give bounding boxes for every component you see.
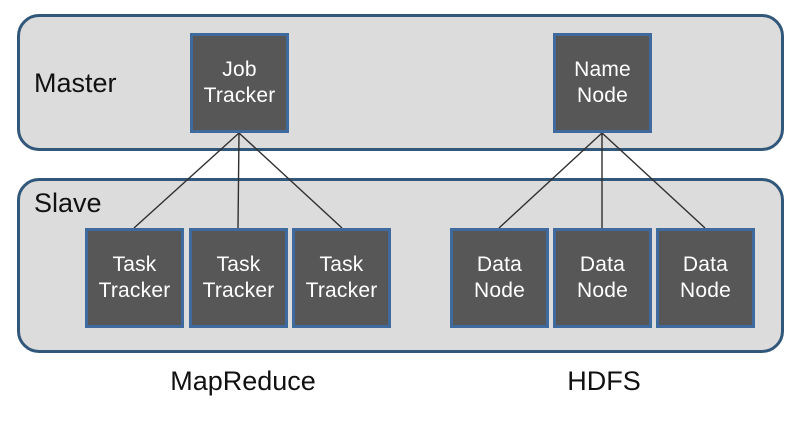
- node-name-node-line2: Node: [576, 84, 628, 107]
- node-task-tracker-2-line1: Task: [216, 253, 261, 277]
- node-data-node-1-line2: Node: [473, 279, 525, 302]
- node-name-node-line1: Name: [574, 58, 631, 82]
- tier-master-label: Master: [34, 68, 117, 98]
- node-data-node-1-line1: Data: [476, 253, 523, 277]
- node-data-node-1[interactable]: Data Node: [450, 228, 549, 328]
- node-data-node-2-line2: Node: [576, 279, 628, 302]
- node-data-node-3[interactable]: Data Node: [656, 228, 755, 328]
- node-task-tracker-1-line2: Tracker: [98, 279, 171, 302]
- node-task-tracker-2-line2: Tracker: [202, 279, 275, 302]
- node-data-node-2-line1: Data: [579, 253, 626, 277]
- node-task-tracker-3[interactable]: Task Tracker: [292, 228, 391, 328]
- node-data-node-2[interactable]: Data Node: [553, 228, 652, 328]
- node-task-tracker-1[interactable]: Task Tracker: [85, 228, 184, 328]
- node-task-tracker-1-line1: Task: [112, 253, 157, 277]
- node-name-node[interactable]: Name Node: [553, 33, 652, 133]
- node-data-node-3-line1: Data: [682, 253, 729, 277]
- tier-master: [17, 14, 784, 151]
- node-job-tracker-line1: Job: [222, 58, 257, 82]
- node-data-node-3-line2: Node: [679, 279, 731, 302]
- node-task-tracker-3-line2: Tracker: [305, 279, 378, 302]
- node-job-tracker-line2: Tracker: [203, 84, 276, 107]
- node-job-tracker[interactable]: Job Tracker: [190, 33, 289, 133]
- tier-slave-label: Slave: [34, 188, 102, 218]
- node-task-tracker-2[interactable]: Task Tracker: [189, 228, 288, 328]
- caption-hdfs: HDFS: [567, 366, 641, 396]
- node-task-tracker-3-line1: Task: [319, 253, 364, 277]
- caption-mapreduce: MapReduce: [170, 366, 316, 396]
